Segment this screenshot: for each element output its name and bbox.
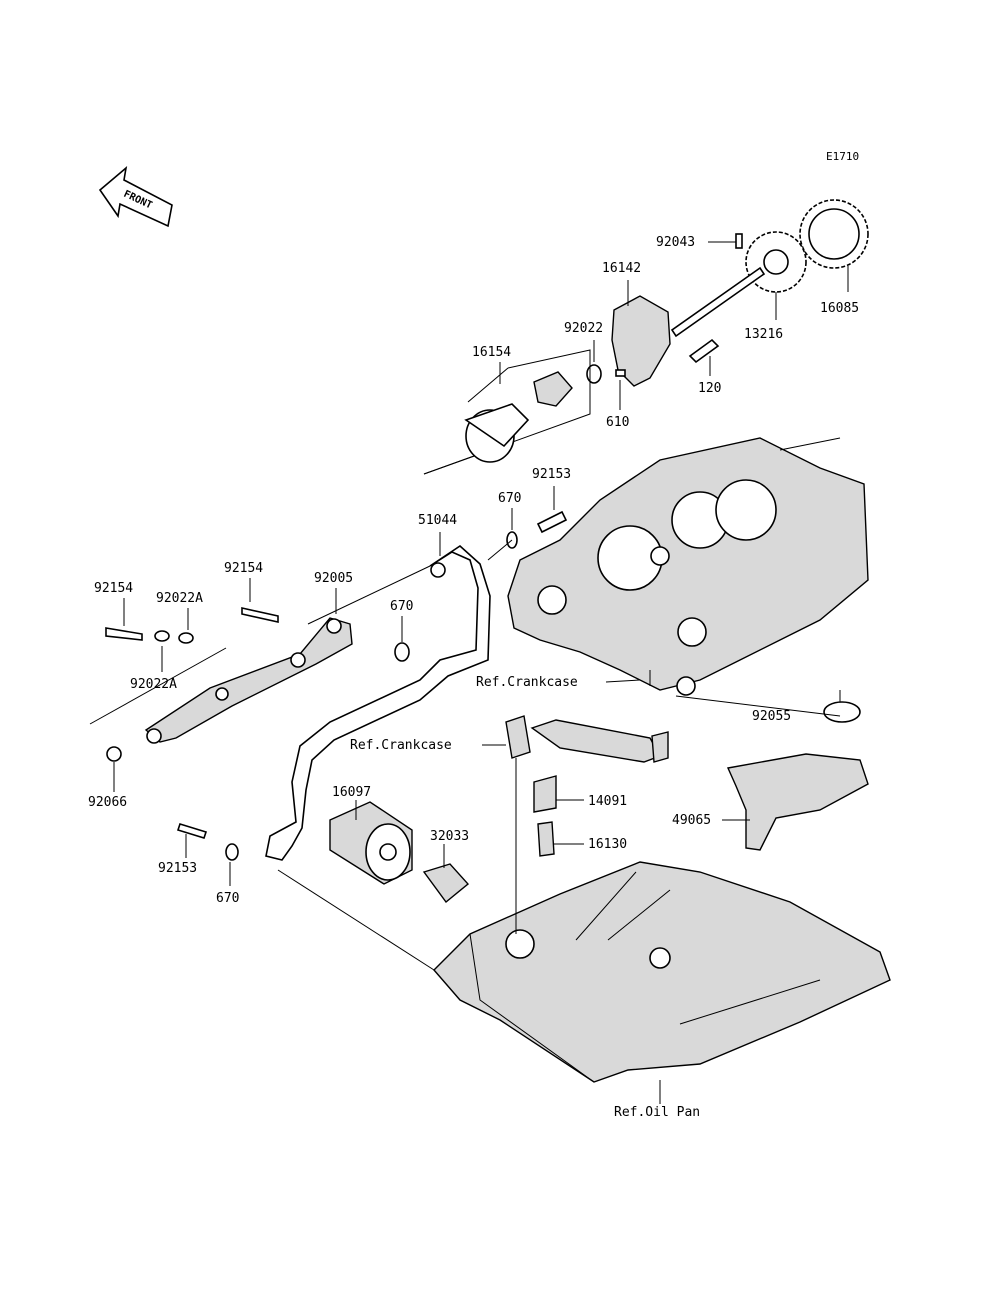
label-51044: 51044 (418, 513, 457, 528)
front-arrow-icon: FRONT (98, 165, 173, 228)
label-92154-left: 92154 (94, 581, 133, 596)
bolt-120 (688, 338, 720, 364)
dowel-610 (615, 369, 626, 377)
label-92055: 92055 (752, 709, 791, 724)
bolt-92153-top (536, 510, 568, 534)
oil-pipe-92005 (144, 617, 353, 744)
label-ref-crankcase-lower: Ref.Crankcase (350, 738, 452, 753)
fitting-16130 (537, 821, 555, 857)
pin-92043 (735, 233, 743, 249)
label-92153-bottom: 92153 (158, 861, 197, 876)
label-16142: 16142 (602, 261, 641, 276)
label-92022: 92022 (564, 321, 603, 336)
oil-pump-rotor-16154 (423, 349, 591, 475)
label-14091: 14091 (588, 794, 627, 809)
label-ref-crankcase-upper: Ref.Crankcase (476, 675, 578, 690)
filter-mount-32033 (422, 863, 470, 904)
label-120: 120 (698, 381, 721, 396)
label-610: 610 (606, 415, 629, 430)
label-670-mid: 670 (390, 599, 413, 614)
oring-670-mid (394, 642, 410, 662)
bolt-92154-left (105, 627, 143, 641)
leader-lines (89, 241, 849, 1104)
bolt-92154-mid (241, 607, 279, 623)
label-670-top: 670 (498, 491, 521, 506)
label-49065: 49065 (672, 813, 711, 828)
label-92066: 92066 (88, 795, 127, 810)
diagram-code: E1710 (826, 150, 859, 163)
plug-92066 (106, 746, 122, 762)
oil-pan (433, 861, 891, 1083)
oring-670-top (506, 531, 518, 549)
label-32033: 32033 (430, 829, 469, 844)
pump-shaft-gear-13216 (670, 231, 807, 338)
relief-valve (505, 715, 669, 763)
label-16097: 16097 (332, 785, 371, 800)
crankcase (507, 437, 869, 696)
label-16130: 16130 (588, 837, 627, 852)
label-670-bottom: 670 (216, 891, 239, 906)
washer-92022A-a (154, 630, 170, 642)
label-16085: 16085 (820, 301, 859, 316)
label-92005: 92005 (314, 571, 353, 586)
drive-gear-16085 (799, 199, 869, 269)
oring-670-bottom (225, 843, 239, 861)
washer-92022A-b (178, 632, 194, 644)
label-92154-mid: 92154 (224, 561, 263, 576)
label-ref-oil-pan: Ref.Oil Pan (614, 1105, 700, 1120)
oil-pipe-51044 (265, 544, 491, 861)
label-92022A-top: 92022A (156, 591, 203, 606)
pump-cover-16142 (611, 295, 671, 387)
cap-92055 (823, 701, 861, 723)
label-92022A-bottom: 92022A (130, 677, 177, 692)
washer-92022 (586, 364, 602, 384)
label-92043: 92043 (656, 235, 695, 250)
bolt-92153-bottom (176, 823, 208, 839)
label-16154: 16154 (472, 345, 511, 360)
label-92153-top: 92153 (532, 467, 571, 482)
spacer-14091 (533, 775, 557, 813)
label-13216: 13216 (744, 327, 783, 342)
oil-filter-16097 (329, 801, 413, 885)
strainer-49065 (726, 753, 869, 851)
